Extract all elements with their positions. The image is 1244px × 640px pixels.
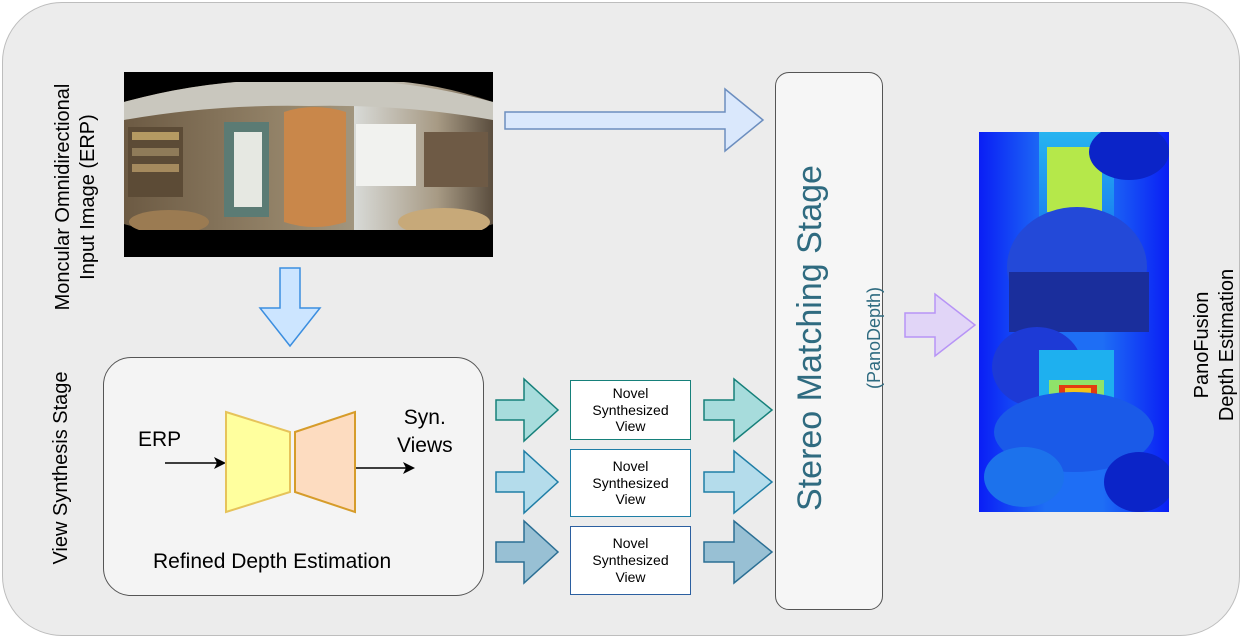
erp-panorama-drawing — [124, 72, 493, 257]
input-image-label-line2: Input Image (ERP) — [77, 114, 99, 280]
arrow-erp-to-view-synthesis — [258, 267, 322, 348]
stereo-matching-box — [775, 72, 883, 610]
input-image-label: Moncular Omnidirectional Input Image (ER… — [51, 27, 101, 367]
arrow-to-novel-view-1 — [495, 377, 560, 443]
arrow-stereo-to-depth — [904, 292, 977, 358]
novel-view-1-line3: View — [615, 418, 646, 435]
arrow-novel-view-3-to-stereo — [703, 519, 774, 585]
novel-view-3-line3: View — [615, 568, 646, 585]
erp-input-label: ERP — [138, 428, 182, 451]
erp-input-arrow — [165, 457, 226, 469]
novel-view-box-2: Novel Synthesized View — [570, 449, 691, 517]
novel-view-3-line1: Novel — [612, 535, 649, 552]
stereo-matching-title: Stereo Matching Stage — [791, 165, 829, 511]
arrow-novel-view-1-to-stereo — [703, 377, 774, 443]
arrow-novel-view-2-to-stereo — [703, 449, 774, 515]
output-label-line1: PanoFusion — [1191, 291, 1213, 399]
syn-views-label: Syn. Views — [397, 404, 453, 461]
novel-view-2-line1: Novel — [612, 457, 649, 474]
output-label: PanoFusion Depth Estimation — [1190, 225, 1242, 465]
novel-view-2-line3: View — [615, 491, 646, 508]
erp-panorama-image — [124, 72, 493, 257]
output-label-line2: Depth Estimation — [1216, 268, 1238, 422]
decoder-shape — [294, 410, 356, 514]
refined-depth-caption: Refined Depth Estimation — [153, 550, 392, 573]
syn-views-label-line1: Syn. — [403, 406, 446, 429]
arrow-to-novel-view-3 — [495, 519, 560, 585]
syn-views-output-arrow — [356, 462, 415, 474]
novel-view-box-1: Novel Synthesized View — [570, 380, 691, 440]
novel-view-1-line2: Synthesized — [592, 401, 669, 418]
depth-map-image — [979, 132, 1169, 512]
syn-views-label-line2: Views — [397, 434, 453, 458]
input-image-label-line1: Moncular Omnidirectional — [52, 83, 74, 311]
view-synthesis-stage-label: View Synthesis Stage — [50, 371, 72, 565]
depth-map-drawing — [979, 132, 1169, 512]
arrow-to-novel-view-2 — [495, 449, 560, 515]
encoder-shape — [225, 410, 291, 514]
stereo-matching-subtitle: (PanoDepth) — [864, 286, 884, 390]
novel-view-1-line1: Novel — [612, 384, 649, 401]
novel-view-3-line2: Synthesized — [592, 552, 669, 569]
novel-view-box-3: Novel Synthesized View — [570, 526, 691, 595]
novel-view-2-line2: Synthesized — [592, 474, 669, 491]
arrow-erp-to-stereo — [504, 87, 765, 153]
view-synthesis-box — [103, 357, 484, 596]
